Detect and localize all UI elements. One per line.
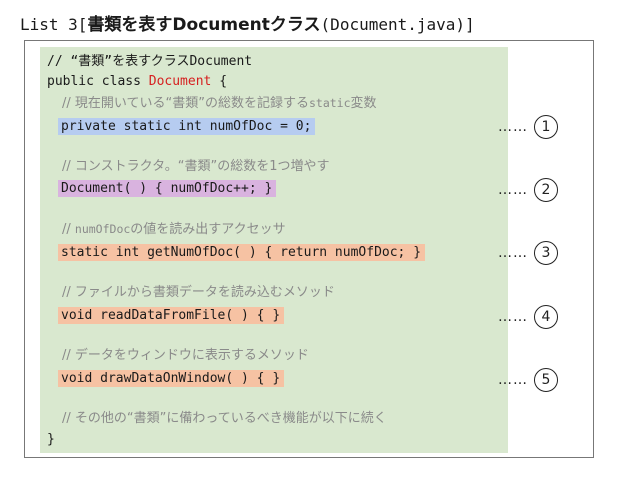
comment-1: // 現在開いている“書類”の総数を記録するstatic変数: [62, 96, 377, 111]
code-line-class-declaration: public class Document {: [47, 73, 227, 91]
marker-1-number: 1: [534, 115, 558, 139]
code-line-comment-1: // 現在開いている“書類”の総数を記録するstatic変数: [62, 94, 377, 113]
title-prefix: List 3[: [20, 15, 88, 34]
marker-5: …… 5: [498, 368, 558, 392]
marker-4-leader: ……: [498, 309, 528, 325]
marker-3-number: 3: [534, 241, 558, 265]
code-line-comment-2: // コンストラクタ。“書類”の総数を1つ増やす: [62, 158, 329, 176]
comment-1-text: // 現在開いている“書類”の総数を記録する: [62, 96, 309, 111]
comment-3-keyword: numOfDoc: [74, 222, 131, 236]
class-keyword: public class: [47, 74, 149, 89]
code-line-comment-3: // numOfDocの値を読み出すアクセッサ: [62, 220, 286, 239]
marker-5-number: 5: [534, 368, 558, 392]
marker-5-leader: ……: [498, 372, 528, 388]
code-line-statement-1: private static int numOfDoc = 0;: [58, 118, 316, 136]
statement-3: static int getNumOfDoc( ) { return numOf…: [58, 244, 426, 261]
marker-2-leader: ……: [498, 182, 528, 198]
statement-5: void drawDataOnWindow( ) { }: [58, 370, 285, 387]
code-line-comment-4: // ファイルから書類データを読み込むメソッド: [62, 284, 335, 302]
marker-2-number: 2: [534, 178, 558, 202]
code-line-comment-5: // データをウィンドウに表示するメソッド: [62, 347, 309, 365]
title-bold: 書類を表すDocumentクラス: [87, 15, 321, 35]
statement-1: private static int numOfDoc = 0;: [58, 118, 316, 135]
code-line-comment-6: // その他の“書類”に備わっているべき機能が以下に続く: [62, 410, 387, 428]
comment-3: // numOfDocの値を読み出すアクセッサ: [62, 222, 286, 237]
code-line-statement-3: static int getNumOfDoc( ) { return numOf…: [58, 244, 426, 262]
code-line-statement-4: void readDataFromFile( ) { }: [58, 307, 285, 325]
closing-brace: }: [47, 432, 55, 447]
comment-2: // コンストラクタ。“書類”の総数を1つ増やす: [62, 159, 330, 174]
listing-title: List 3[書類を表すDocumentクラス(Document.java)]: [20, 10, 475, 35]
code-line-closing: }: [47, 431, 55, 449]
open-brace: {: [211, 74, 228, 89]
comment-4: // ファイルから書類データを読み込むメソッド: [62, 285, 335, 300]
comment-1-keyword: static: [308, 96, 351, 110]
title-suffix: (Document.java)]: [320, 15, 475, 34]
code-line-statement-5: void drawDataOnWindow( ) { }: [58, 370, 285, 388]
comment-5: // データをウィンドウに表示するメソッド: [62, 348, 309, 363]
marker-4-number: 4: [534, 305, 558, 329]
marker-1: …… 1: [498, 115, 558, 139]
marker-3-leader: ……: [498, 245, 528, 261]
marker-3: …… 3: [498, 241, 558, 265]
comment-6: // その他の“書類”に備わっているべき機能が以下に続く: [62, 411, 387, 426]
code-line-class-comment: // “書類”を表すクラスDocument: [47, 53, 252, 71]
comment-3-text: の値を読み出すアクセッサ: [130, 222, 286, 237]
comment-3-prefix: //: [62, 222, 75, 237]
marker-1-leader: ……: [498, 119, 528, 135]
statement-4: void readDataFromFile( ) { }: [58, 307, 285, 324]
listing-frame: [24, 40, 594, 458]
statement-2: Document( ) { numOfDoc++; }: [58, 180, 277, 197]
marker-4: …… 4: [498, 305, 558, 329]
comment-1-tail: 変数: [350, 96, 377, 111]
class-name: Document: [148, 74, 212, 89]
code-line-statement-2: Document( ) { numOfDoc++; }: [58, 180, 277, 198]
class-comment: // “書類”を表すクラスDocument: [47, 54, 253, 69]
marker-2: …… 2: [498, 178, 558, 202]
